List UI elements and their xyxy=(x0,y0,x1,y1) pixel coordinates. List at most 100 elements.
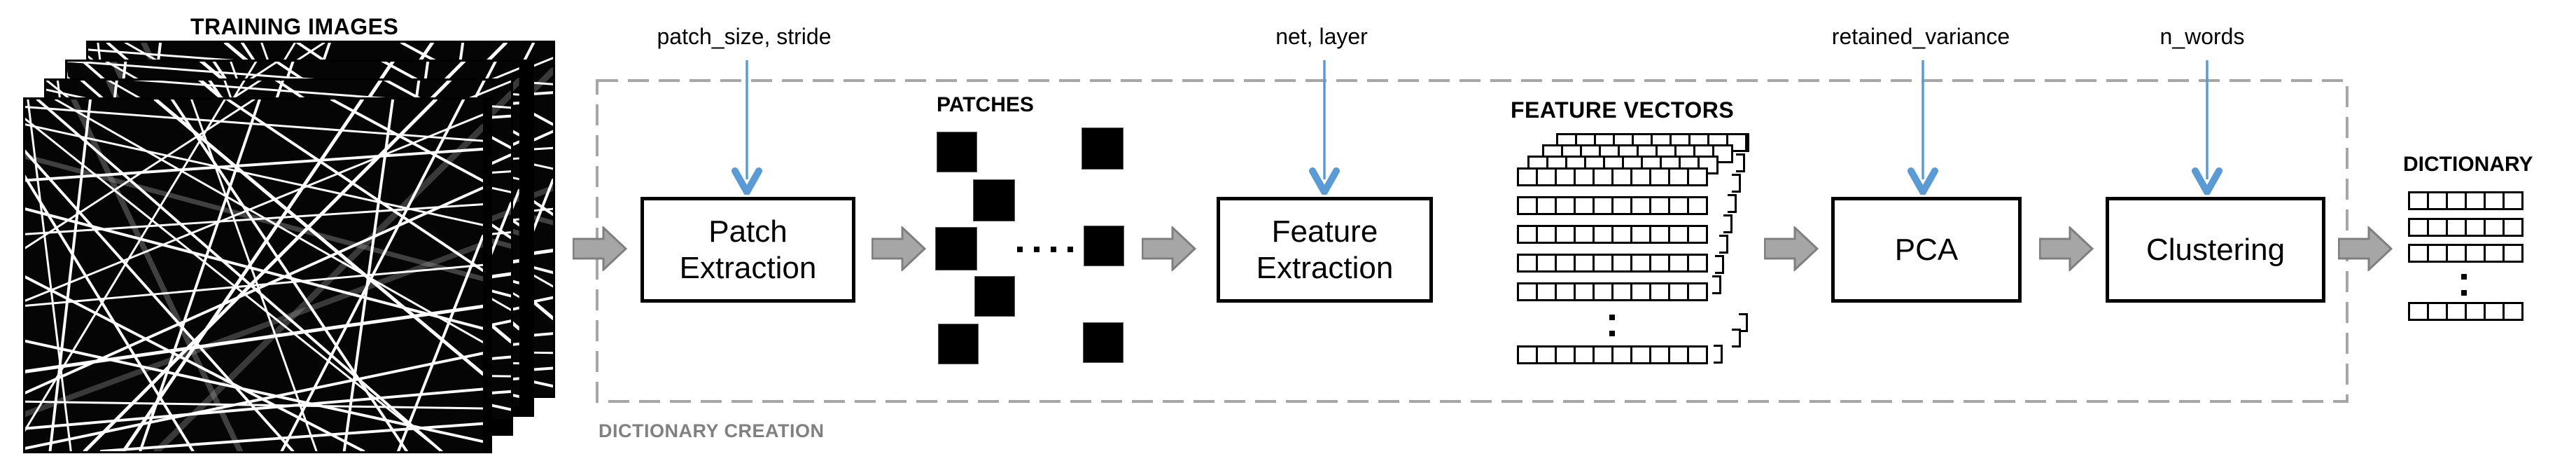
vector-cell xyxy=(1536,196,1557,215)
vector-cell xyxy=(1668,254,1689,273)
vector-cell xyxy=(1574,345,1595,364)
vector-cell xyxy=(1611,167,1632,186)
vector-cell xyxy=(1630,196,1651,215)
flow-arrow-4 xyxy=(1764,226,1819,271)
feature-vector-row xyxy=(1517,225,1708,244)
vector-cell xyxy=(1611,225,1632,244)
patches-ellipsis-dot xyxy=(1034,247,1040,252)
dictionary-ellipsis-dot xyxy=(2461,274,2467,280)
param-arrow-patch-extraction xyxy=(732,60,762,195)
patch-thumbnail xyxy=(1082,128,1124,170)
flow-arrow-5 xyxy=(2039,226,2094,271)
param-label-retained-variance: retained_variance xyxy=(1831,24,2010,49)
vector-bracket xyxy=(1736,153,1745,172)
vector-cell xyxy=(1649,345,1670,364)
vector-bracket xyxy=(1719,235,1728,254)
vector-cell xyxy=(2484,218,2505,237)
dictionary-word-row xyxy=(2408,244,2524,263)
vector-cell xyxy=(1574,167,1595,186)
vector-cell xyxy=(1536,167,1557,186)
vector-cell xyxy=(1687,167,1708,186)
vector-cell xyxy=(1630,167,1651,186)
vector-cell xyxy=(1611,254,1632,273)
patches-ellipsis-dot xyxy=(1051,247,1056,252)
vector-cell xyxy=(1649,225,1670,244)
vector-cell xyxy=(1555,196,1576,215)
vector-cell xyxy=(2502,218,2524,237)
feature-vectors-ellipsis-dot xyxy=(1609,315,1615,320)
vector-cell xyxy=(1668,196,1689,215)
vector-cell xyxy=(2408,302,2429,321)
patch-thumbnail xyxy=(1084,226,1124,266)
vector-cell xyxy=(1574,196,1595,215)
vector-cell xyxy=(2484,244,2505,263)
feature-vector-row xyxy=(1517,282,1708,301)
vector-bracket xyxy=(1732,329,1741,348)
vector-cell xyxy=(1517,254,1538,273)
vector-cell xyxy=(1517,167,1538,186)
vector-cell xyxy=(1687,282,1708,301)
patches-ellipsis-dot xyxy=(1017,247,1023,252)
vector-cell xyxy=(1536,282,1557,301)
vector-cell xyxy=(1592,282,1614,301)
vector-cell xyxy=(2502,302,2524,321)
vector-cell xyxy=(1712,144,1733,163)
vector-cell xyxy=(1668,282,1689,301)
training-images-title: TRAINING IMAGES xyxy=(190,14,399,39)
patch-thumbnail xyxy=(938,324,979,364)
vector-cell xyxy=(2408,191,2429,210)
vector-cell xyxy=(2408,218,2429,237)
vector-cell xyxy=(1536,345,1557,364)
feature-vector-row xyxy=(1517,254,1708,273)
feature-vector-row xyxy=(1517,345,1708,364)
stage-box-patch-extraction: Patch Extraction xyxy=(640,197,855,303)
dictionary-title: DICTIONARY xyxy=(2403,153,2533,176)
vector-cell xyxy=(2427,244,2448,263)
vector-cell xyxy=(1517,282,1538,301)
flow-arrow-2 xyxy=(872,226,926,271)
vector-cell xyxy=(2465,191,2486,210)
vector-cell xyxy=(1668,225,1689,244)
vector-cell xyxy=(1687,254,1708,273)
flow-arrow-1 xyxy=(573,226,627,271)
vector-cell xyxy=(1574,254,1595,273)
vector-cell xyxy=(2465,218,2486,237)
vector-cell xyxy=(1630,282,1651,301)
stage-box-feature-extraction: Feature Extraction xyxy=(1217,197,1433,303)
vector-cell xyxy=(1555,167,1576,186)
flow-arrow-6 xyxy=(2338,226,2393,271)
vector-cell xyxy=(1649,282,1670,301)
dictionary-word-row xyxy=(2408,302,2524,321)
vector-cell xyxy=(2446,302,2467,321)
patch-thumbnail xyxy=(1083,322,1124,363)
vector-cell xyxy=(2446,191,2467,210)
vector-cell xyxy=(1536,254,1557,273)
vector-cell xyxy=(1555,225,1576,244)
patch-thumbnail xyxy=(974,276,1015,317)
vector-cell xyxy=(1687,225,1708,244)
vector-bracket xyxy=(1728,194,1737,213)
vector-cell xyxy=(2484,191,2505,210)
vector-cell xyxy=(1517,225,1538,244)
vector-cell xyxy=(1592,345,1614,364)
vector-cell xyxy=(2427,191,2448,210)
vector-bracket xyxy=(1723,214,1732,233)
vector-cell xyxy=(1592,254,1614,273)
vector-cell xyxy=(2446,244,2467,263)
region-label: DICTIONARY CREATION xyxy=(598,420,825,441)
vector-cell xyxy=(1555,345,1576,364)
param-label-n-words: n_words xyxy=(2160,24,2245,49)
vector-cell xyxy=(1574,225,1595,244)
patch-thumbnail xyxy=(935,227,977,270)
vector-cell xyxy=(1574,282,1595,301)
vector-bracket xyxy=(1714,345,1723,364)
dictionary-word-row xyxy=(2408,191,2524,210)
feature-vectors-title: FEATURE VECTORS xyxy=(1511,97,1735,123)
feature-vector-row xyxy=(1517,196,1708,215)
stage-box-clustering: Clustering xyxy=(2106,197,2325,303)
param-arrow-pca xyxy=(1907,60,1938,195)
vector-cell xyxy=(1630,225,1651,244)
patch-thumbnail xyxy=(937,132,977,172)
param-arrow-clustering xyxy=(2192,60,2222,195)
vector-cell xyxy=(1687,345,1708,364)
